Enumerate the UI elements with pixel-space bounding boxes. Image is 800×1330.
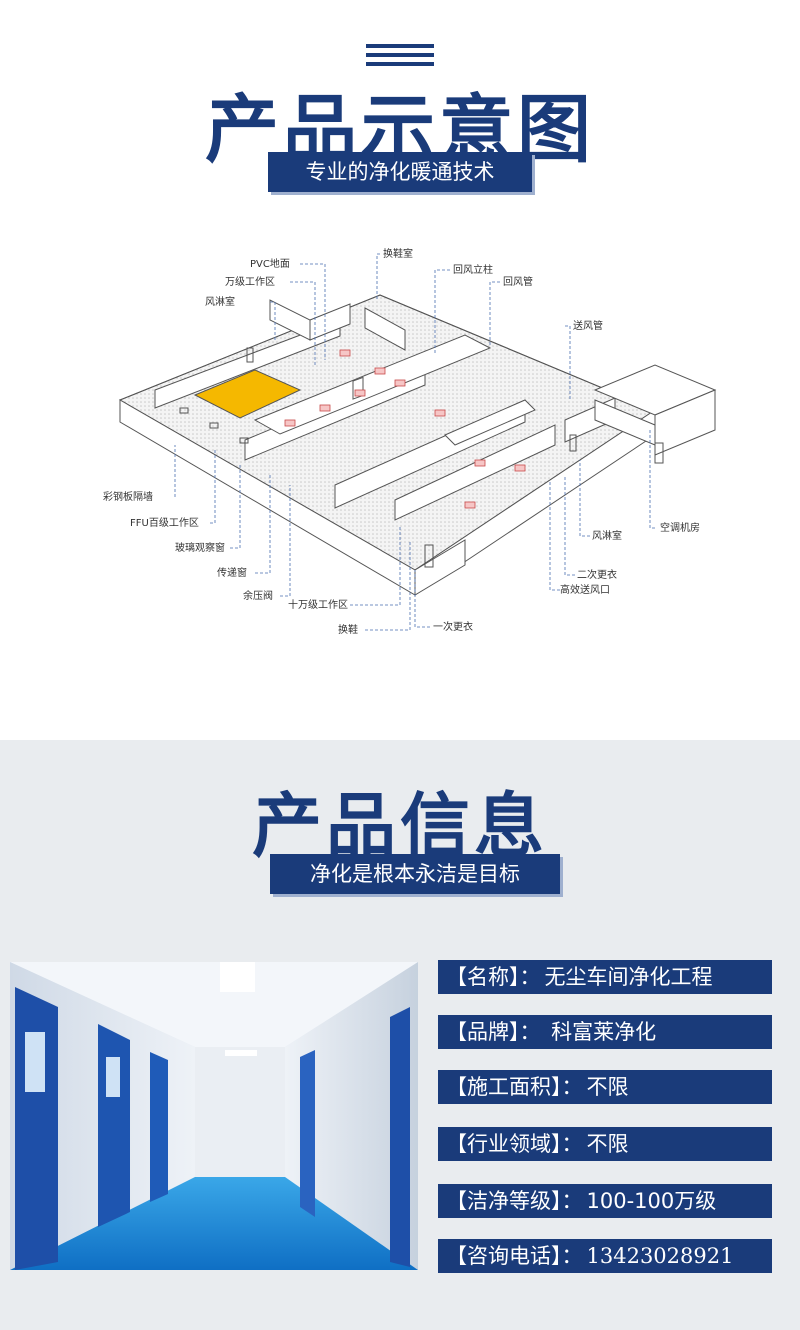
info-key: 【咨询电话】： [446,1244,583,1268]
label-steel-panel-wall: 彩钢板隔墙 [103,490,153,503]
info-key: 【名称】： [446,965,541,989]
label-second-changing: 二次更衣 [577,568,617,581]
label-air-shower-top: 风淋室 [205,295,235,308]
info-key: 【洁净等级】： [446,1189,583,1213]
info-row-clean-grade: 【洁净等级】：100-100万级 [438,1184,772,1218]
label-ffu-zone: FFU百级工作区 [130,517,199,529]
label-return-air-column: 回风立柱 [453,263,493,276]
info-value: 13423028921 [586,1244,734,1268]
info-row-area: 【施工面积】：不限 [438,1070,772,1104]
product-info-section: 产品信息 净化是根本永洁是目标 [0,740,800,1330]
info-key: 【行业领域】： [446,1132,583,1156]
label-hepa-outlet: 高效送风口 [560,583,610,596]
label-100k-zone: 十万级工作区 [288,598,348,611]
label-first-changing: 一次更衣 [433,620,473,633]
info-key: 【品牌】： [446,1020,541,1044]
cleanroom-diagram: PVC地面 万级工作区 风淋室 换鞋室 回风立柱 回风管 送风管 彩钢板隔墙 F… [103,247,717,636]
info-key: 【施工面积】： [446,1075,583,1099]
label-pressure-valve: 余压阀 [243,589,273,602]
label-air-shower-right: 风淋室 [592,529,622,542]
info-value: 不限 [586,1075,629,1099]
section-title: 产品信息 [252,785,548,867]
info-value: 科富莱净化 [544,1020,657,1044]
cleanroom-corridor-photo [10,962,418,1270]
info-value: 不限 [586,1132,629,1156]
label-wanji-zone: 万级工作区 [225,276,275,288]
label-shoe-change-bottom: 换鞋 [338,623,358,636]
section-subtitle-badge: 净化是根本永洁是目标 [270,854,560,894]
info-row-brand: 【品牌】： 科富莱净化 [438,1015,772,1049]
section-subtitle-badge: 专业的净化暖通技术 [268,152,532,192]
label-ac-room: 空调机房 [660,521,700,534]
label-pass-box: 传递窗 [217,566,247,579]
label-shoe-change-top: 换鞋室 [383,247,413,260]
info-value: 无尘车间净化工程 [544,965,713,989]
info-value: 100-100万级 [586,1189,717,1213]
diagram-section: 产品示意图 专业的净化暖通技术 [103,44,717,636]
label-glass-window: 玻璃观察窗 [175,541,225,554]
label-supply-duct: 送风管 [573,319,603,332]
info-row-name: 【名称】：无尘车间净化工程 [438,960,772,994]
label-pvc-floor: PVC地面 [250,257,290,270]
info-row-phone: 【咨询电话】：13423028921 [438,1239,772,1273]
label-return-air-duct: 回风管 [503,275,533,288]
decorative-lines [366,44,434,71]
info-row-industry: 【行业领域】：不限 [438,1127,772,1161]
